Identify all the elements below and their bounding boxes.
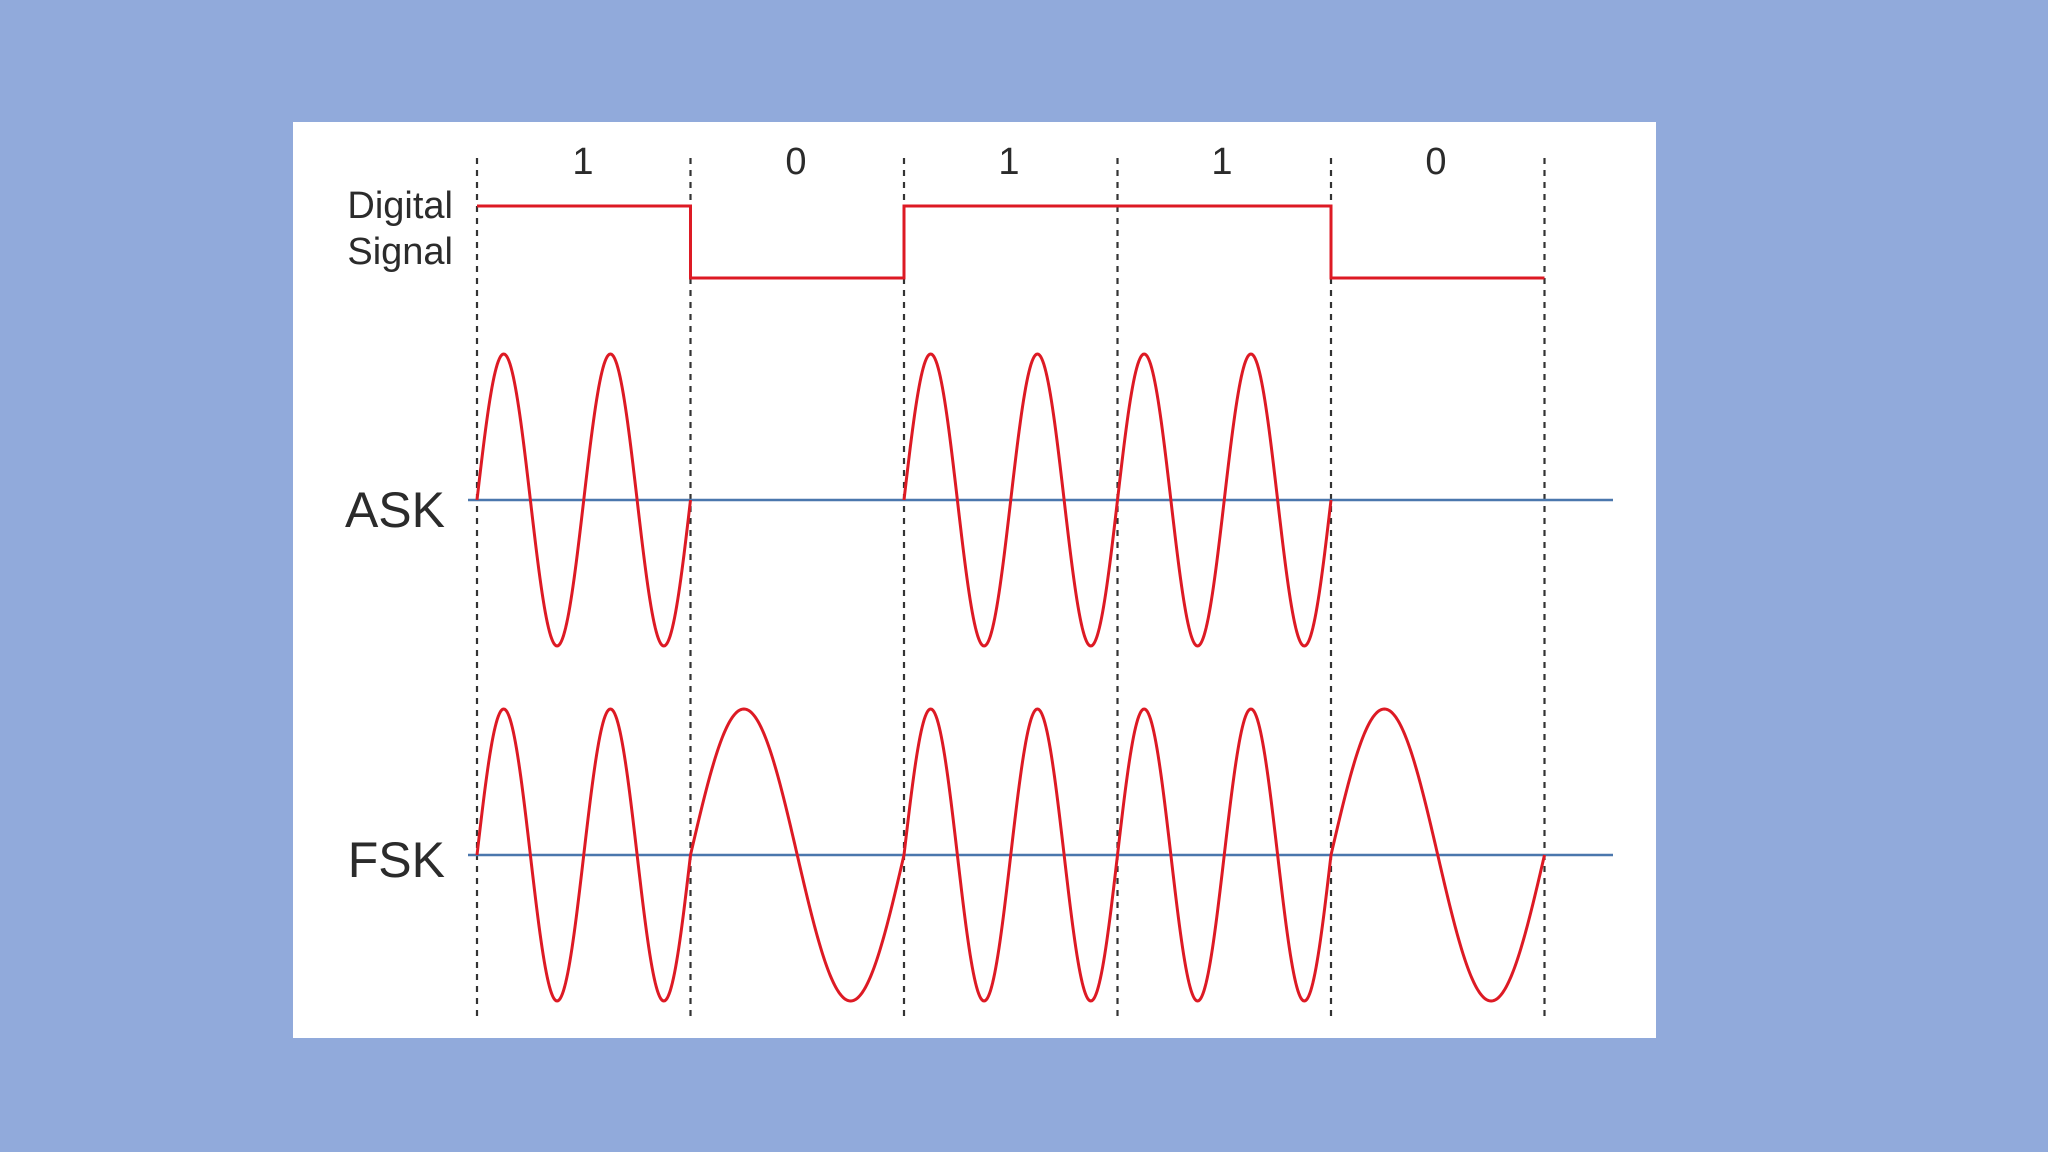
bit-label-5: 0 [1425,141,1446,183]
diagram-panel: 1 0 1 1 0 Digital Signal ASK FSK [293,122,1656,1038]
fsk-waveform [475,707,1546,1003]
bit-label-1: 1 [572,141,593,183]
fsk-label: FSK [348,832,445,888]
digital-signal-label-line1: Digital [347,185,453,227]
bit-label-4: 1 [1211,141,1232,183]
bit-label-2: 0 [785,141,806,183]
bit-labels: 1 0 1 1 0 [572,141,1446,183]
modulation-diagram: 1 0 1 1 0 Digital Signal ASK FSK [345,141,1613,1022]
row-labels: Digital Signal ASK FSK [345,185,453,888]
ask-label: ASK [345,482,445,538]
bit-label-3: 1 [998,141,1019,183]
bit-dividers [475,158,1546,1022]
ask-waveform [475,352,1333,648]
digital-signal-waveform [477,204,1545,280]
digital-signal-label-line2: Signal [347,231,453,273]
